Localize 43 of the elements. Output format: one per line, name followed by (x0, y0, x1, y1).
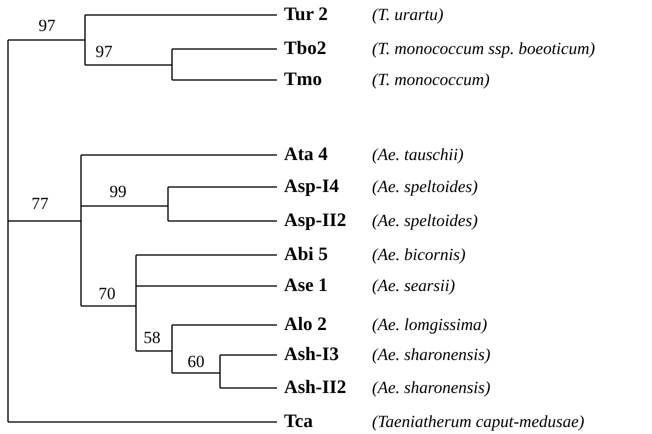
tree-branch (172, 324, 277, 326)
species-name: (Ae. speltoides) (372, 210, 478, 232)
taxon-label: Alo 2 (284, 314, 370, 336)
tree-branch (81, 154, 277, 156)
species-name: (Ae. bicornis) (372, 244, 466, 266)
species-name: (Ae. sharonensis) (372, 377, 490, 399)
taxon-label: Ash-I3 (284, 344, 370, 366)
tree-branch (136, 285, 277, 287)
tree-branch (172, 48, 277, 50)
taxon-label: Asp-I4 (284, 176, 370, 198)
tree-branch (172, 79, 277, 81)
tree-branch (168, 220, 277, 222)
tree-branch (220, 354, 277, 356)
bootstrap-value: 58 (144, 329, 160, 347)
species-name: (Taeniatherum caput-medusae) (372, 411, 584, 433)
tree-branch (136, 254, 277, 256)
taxon-label: Tca (284, 411, 370, 433)
tree-branch (85, 14, 277, 16)
bootstrap-value: 60 (188, 353, 204, 371)
taxon-label: Asp-II2 (284, 210, 370, 232)
bootstrap-value: 77 (32, 195, 48, 213)
species-name: (Ae. tauschii) (372, 144, 464, 166)
species-name: (Ae. sharonensis) (372, 344, 490, 366)
species-name: (T. monococcum ssp. boeoticum) (372, 38, 596, 60)
taxon-label: Tur 2 (284, 4, 370, 26)
taxon-label: Ase 1 (284, 275, 370, 297)
tree-branch (168, 186, 277, 188)
species-name: (T. urartu) (372, 4, 444, 26)
taxon-label: Tbo2 (284, 38, 370, 60)
species-name: (Ae. searsii) (372, 275, 456, 297)
species-name: (Ae. speltoides) (372, 176, 478, 198)
taxon-label: Abi 5 (284, 244, 370, 266)
tree-branch (220, 387, 277, 389)
species-name: (Ae. lomgissima) (372, 314, 488, 336)
taxon-label: Ash-II2 (284, 377, 370, 399)
bootstrap-value: 70 (98, 285, 116, 303)
taxon-label: Tmo (284, 69, 370, 91)
taxon-label: Ata 4 (284, 144, 370, 166)
tree-branch (8, 421, 277, 423)
species-name: (T. monococcum) (372, 69, 490, 91)
bootstrap-value: 97 (96, 43, 112, 61)
bootstrap-value: 99 (110, 183, 126, 201)
bootstrap-value: 97 (38, 17, 56, 35)
